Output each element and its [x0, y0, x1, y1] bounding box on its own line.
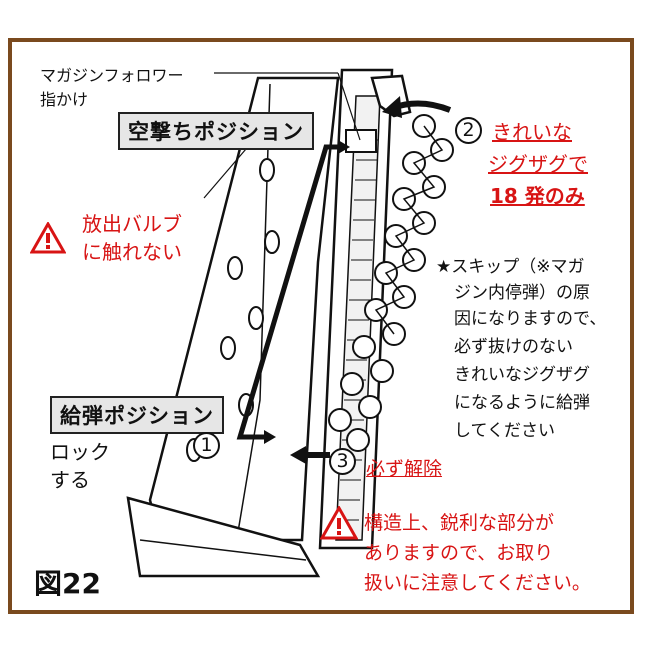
step-2-marker: 2: [455, 117, 482, 144]
note-line-5: きれいなジグザグ: [454, 365, 590, 385]
step-3-marker: 3: [329, 448, 356, 475]
warning-triangle-icon: [320, 506, 358, 540]
no-touch-label-1: 放出バルブ: [82, 212, 182, 236]
finger-label: 指かけ: [40, 90, 89, 109]
note-line-1: ★スキップ（※マガ: [436, 257, 585, 277]
release-label: 必ず解除: [366, 458, 443, 480]
note-line-7: してください: [454, 421, 555, 441]
step-1-marker: 1: [193, 432, 220, 459]
caution-line-1: 構造上、鋭利な部分が: [364, 512, 555, 534]
base-plate: [126, 496, 321, 578]
lock-label-2: する: [50, 468, 90, 492]
note-line-3: 因になりますので、: [454, 309, 607, 329]
zigzag-label-1: きれいな: [492, 120, 572, 144]
warning-triangle-icon: [30, 222, 66, 254]
zigzag-label-3: 18 発のみ: [490, 184, 585, 208]
feed-position-label: 給弾ポジション: [50, 396, 224, 434]
follower-label: マガジンフォロワー: [40, 66, 184, 85]
lock-label-1: ロック: [50, 440, 110, 464]
position-bracket: [236, 144, 342, 440]
empty-position-label: 空撃ちポジション: [118, 112, 314, 150]
figure-number: 図22: [34, 567, 101, 600]
note-line-2: ジン内停弾）の原: [454, 283, 590, 303]
note-line-4: 必ず抜けのない: [454, 337, 573, 357]
note-line-6: になるように給弾: [454, 393, 590, 413]
caution-line-2: ありますので、お取り: [364, 542, 554, 564]
follower: [345, 129, 377, 153]
bb-zigzag: [328, 114, 454, 452]
zigzag-label-2: ジグザグで: [488, 152, 588, 176]
caution-line-3: 扱いに注意してください。: [364, 572, 591, 594]
no-touch-label-2: に触れない: [82, 240, 182, 264]
